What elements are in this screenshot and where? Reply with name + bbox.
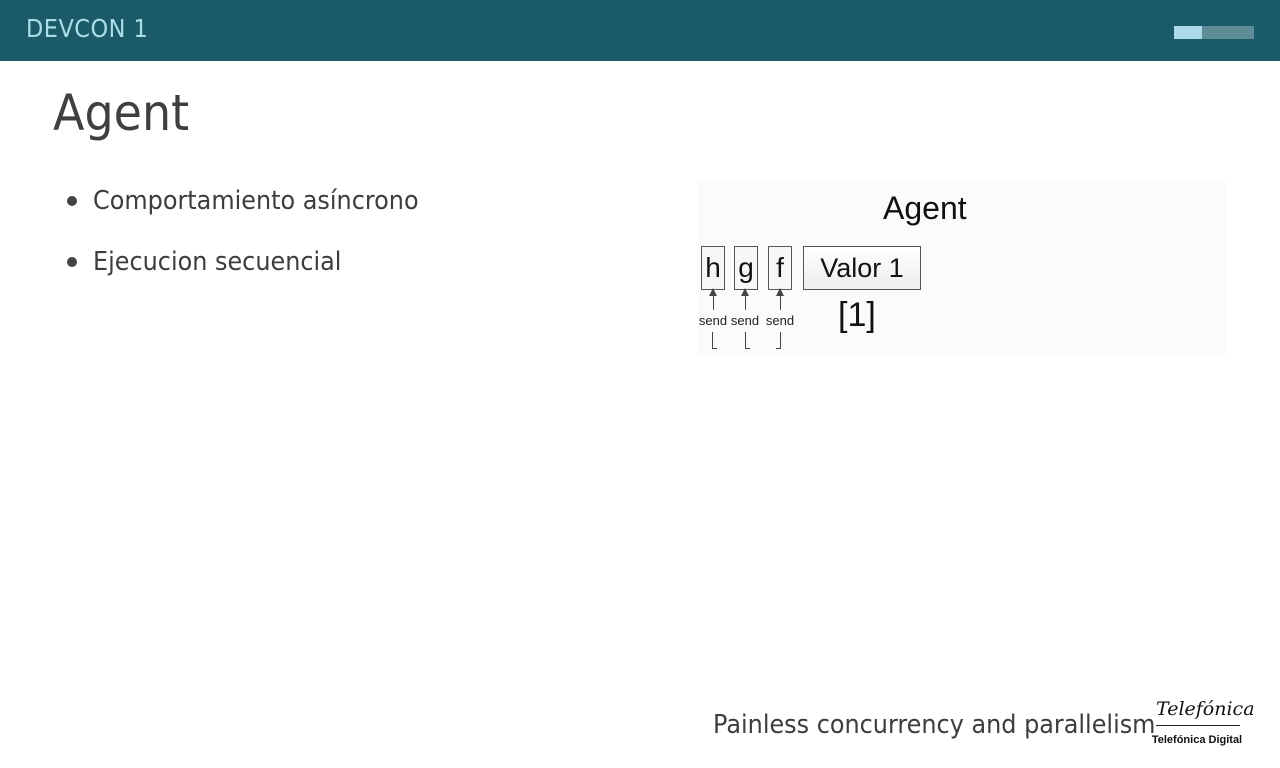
telefonica-logo: Telefónica Telefónica Digital [1150, 698, 1255, 752]
send-arrow-icon [776, 288, 784, 310]
bullet-text: Comportamiento asíncrono [93, 186, 419, 216]
bullet-item: Comportamiento asíncrono [66, 183, 447, 244]
logo-subtitle: Telefónica Digital [1151, 734, 1243, 746]
logo-rule [1156, 725, 1240, 726]
bracket-mark [776, 332, 781, 349]
bracket-mark [712, 332, 717, 349]
message-box-h: h [701, 246, 725, 290]
diagram-title: Agent [883, 190, 967, 226]
presentation-title: DEVCON 1 [26, 14, 149, 43]
bullet-list: Comportamiento asíncrono Ejecucion secue… [66, 183, 447, 305]
bullet-dot-icon [67, 257, 77, 267]
agent-state-label: [1] [838, 296, 876, 334]
bullet-item: Ejecucion secuencial [66, 244, 447, 305]
logo-wordmark: Telefónica [1156, 698, 1255, 720]
slide-progress-bar [1174, 26, 1254, 39]
send-label: send [730, 313, 760, 328]
send-arrow-icon [741, 288, 749, 310]
message-box-g: g [734, 246, 758, 290]
agent-value-box: Valor 1 [803, 246, 921, 290]
bullet-text: Ejecucion secuencial [93, 247, 342, 277]
bullet-dot-icon [67, 196, 77, 206]
send-label: send [765, 313, 795, 328]
slide-title: Agent [53, 84, 190, 142]
send-label: send [698, 313, 728, 328]
footer-caption: Painless concurrency and parallelism [713, 710, 1156, 740]
send-arrow-icon [709, 288, 717, 310]
bracket-mark [745, 332, 750, 349]
message-box-f: f [768, 246, 792, 290]
header-bar: DEVCON 1 [0, 0, 1280, 61]
slide-progress-fill [1174, 26, 1202, 39]
